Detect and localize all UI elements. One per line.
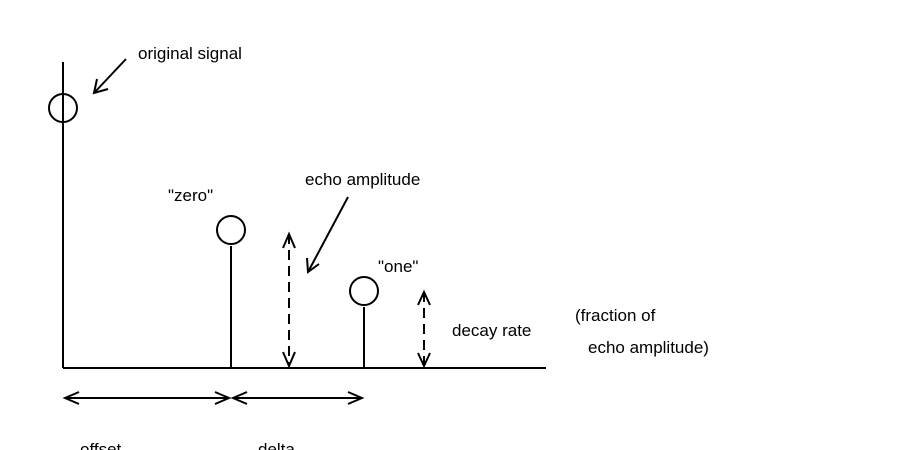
delta-arrow — [230, 391, 365, 405]
offset-label: offset — [80, 440, 122, 450]
original-signal-arrow — [92, 58, 127, 95]
original-signal-label: original signal — [138, 44, 242, 63]
zero-impulse-circle — [216, 215, 246, 245]
offset-label-clip: offset — [80, 432, 200, 450]
original-signal-circle — [48, 93, 78, 123]
echo-amplitude-paren-label: echo amplitude) — [588, 338, 709, 357]
fraction-of-label: (fraction of — [575, 306, 656, 325]
zero-label: "zero" — [168, 186, 214, 205]
echo-amplitude-dashed-arrow — [282, 231, 296, 369]
decay-rate-dashed-arrow — [417, 289, 431, 369]
one-impulse-circle — [349, 276, 379, 306]
echo-amplitude-label: echo amplitude — [305, 170, 421, 189]
offset-arrow — [62, 391, 232, 405]
one-label: "one" — [378, 257, 419, 276]
delta-label-clip: delta — [258, 432, 378, 450]
delta-label: delta — [258, 440, 295, 450]
decay-rate-label: decay rate — [452, 321, 532, 340]
echo-amplitude-arrow — [306, 196, 349, 274]
